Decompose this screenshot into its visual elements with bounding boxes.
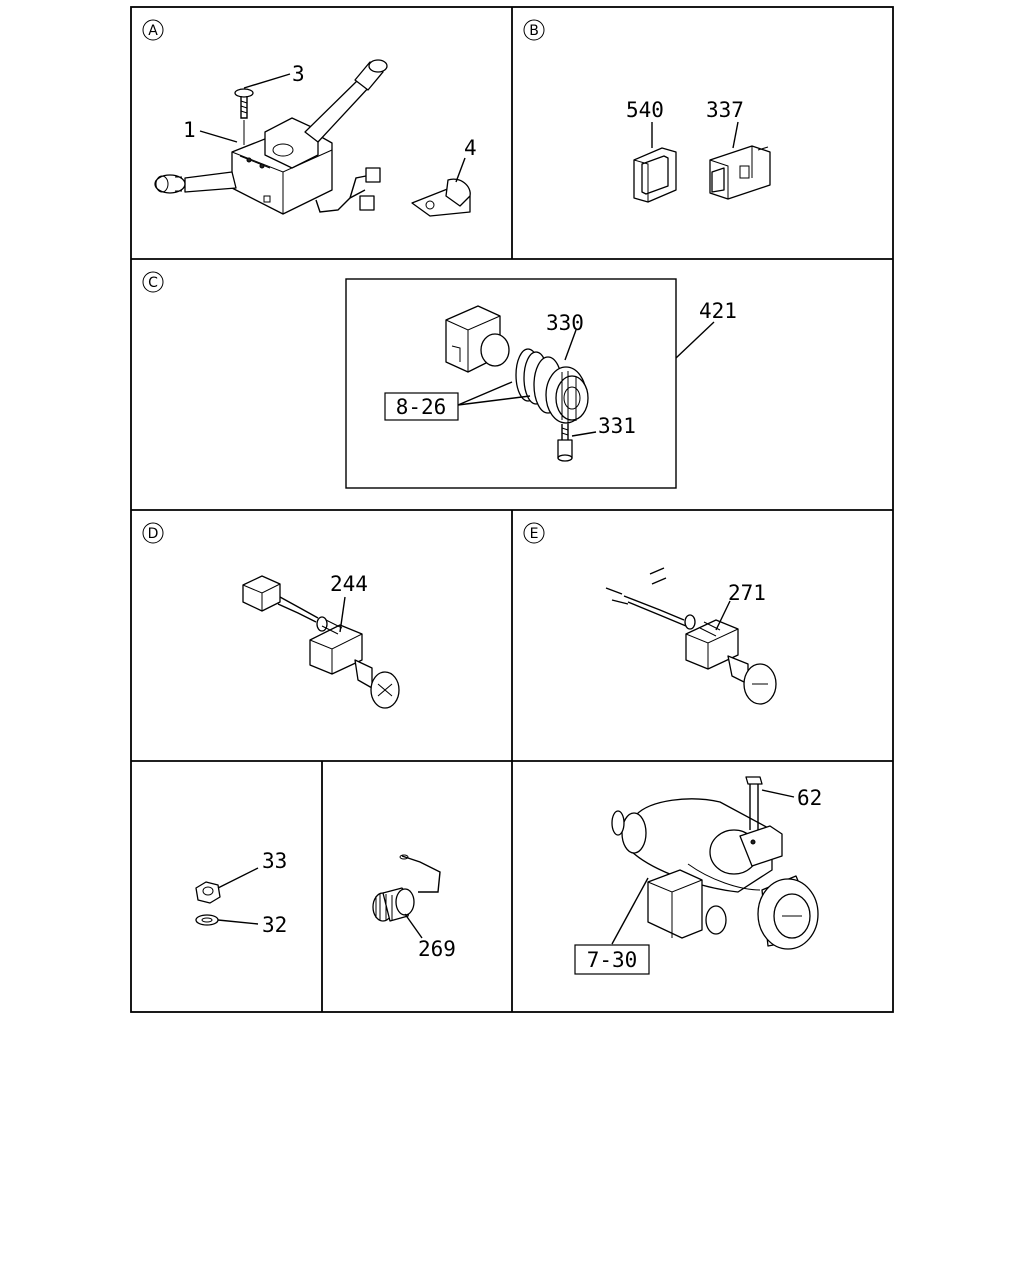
callout-269: 269 bbox=[418, 937, 456, 961]
callout-271: 271 bbox=[728, 581, 766, 605]
panel-b: B 540 337 bbox=[523, 19, 771, 203]
callout-62: 62 bbox=[797, 786, 822, 810]
rocker-switch-drawing bbox=[709, 145, 771, 200]
panel-c-marker: C bbox=[142, 271, 164, 293]
panel-g: 269 bbox=[372, 854, 456, 961]
callout-540: 540 bbox=[626, 98, 664, 122]
sensor-drawing bbox=[372, 854, 441, 922]
callout-4: 4 bbox=[464, 136, 477, 160]
panel-c-marker-label: C bbox=[148, 275, 158, 291]
panel-b-marker: B bbox=[523, 19, 545, 41]
callout-337: 337 bbox=[706, 98, 744, 122]
combination-switch-drawing bbox=[154, 59, 388, 215]
nut-drawing bbox=[195, 881, 221, 904]
panel-d: D 244 bbox=[142, 522, 400, 709]
callout-32: 32 bbox=[262, 913, 287, 937]
bolt-drawing bbox=[745, 776, 763, 845]
panel-e-marker-label: E bbox=[530, 526, 539, 542]
panel-grid bbox=[130, 6, 894, 1013]
panel-d-marker: D bbox=[142, 522, 164, 544]
panel-a-marker: A bbox=[142, 19, 164, 41]
steering-lock-drawing bbox=[611, 798, 819, 950]
panel-a-marker-label: A bbox=[148, 23, 158, 39]
callout-33: 33 bbox=[262, 849, 287, 873]
screw-drawing bbox=[234, 88, 254, 145]
callout-3: 3 bbox=[292, 62, 305, 86]
panel-e: E 271 bbox=[523, 522, 777, 705]
panel-a: A bbox=[142, 19, 477, 217]
assembly-frame bbox=[345, 278, 677, 489]
panel-c: C 330 331 42 bbox=[142, 271, 737, 489]
knob-drawing bbox=[515, 348, 589, 425]
callout-421: 421 bbox=[699, 299, 737, 323]
callout-244: 244 bbox=[330, 572, 368, 596]
switch-271-drawing bbox=[605, 567, 777, 705]
callout-7-30: 7-30 bbox=[587, 948, 638, 972]
screw-331-drawing bbox=[557, 424, 573, 462]
bezel-drawing bbox=[633, 147, 677, 203]
panel-e-marker: E bbox=[523, 522, 545, 544]
callout-8-26: 8-26 bbox=[396, 395, 447, 419]
panel-h: 62 7-30 bbox=[574, 776, 822, 975]
washer-drawing bbox=[195, 914, 219, 926]
panel-f: 33 32 bbox=[195, 849, 287, 937]
switch-244-drawing bbox=[242, 575, 400, 709]
lighter-socket-drawing bbox=[445, 305, 510, 373]
ref-box-7-30 bbox=[574, 944, 650, 975]
bracket-drawing bbox=[411, 178, 471, 217]
callout-1: 1 bbox=[183, 118, 196, 142]
panel-d-marker-label: D bbox=[148, 526, 159, 542]
ref-box-8-26 bbox=[384, 392, 459, 421]
callout-330: 330 bbox=[546, 311, 584, 335]
panel-b-marker-label: B bbox=[529, 23, 539, 39]
callout-331: 331 bbox=[598, 414, 636, 438]
